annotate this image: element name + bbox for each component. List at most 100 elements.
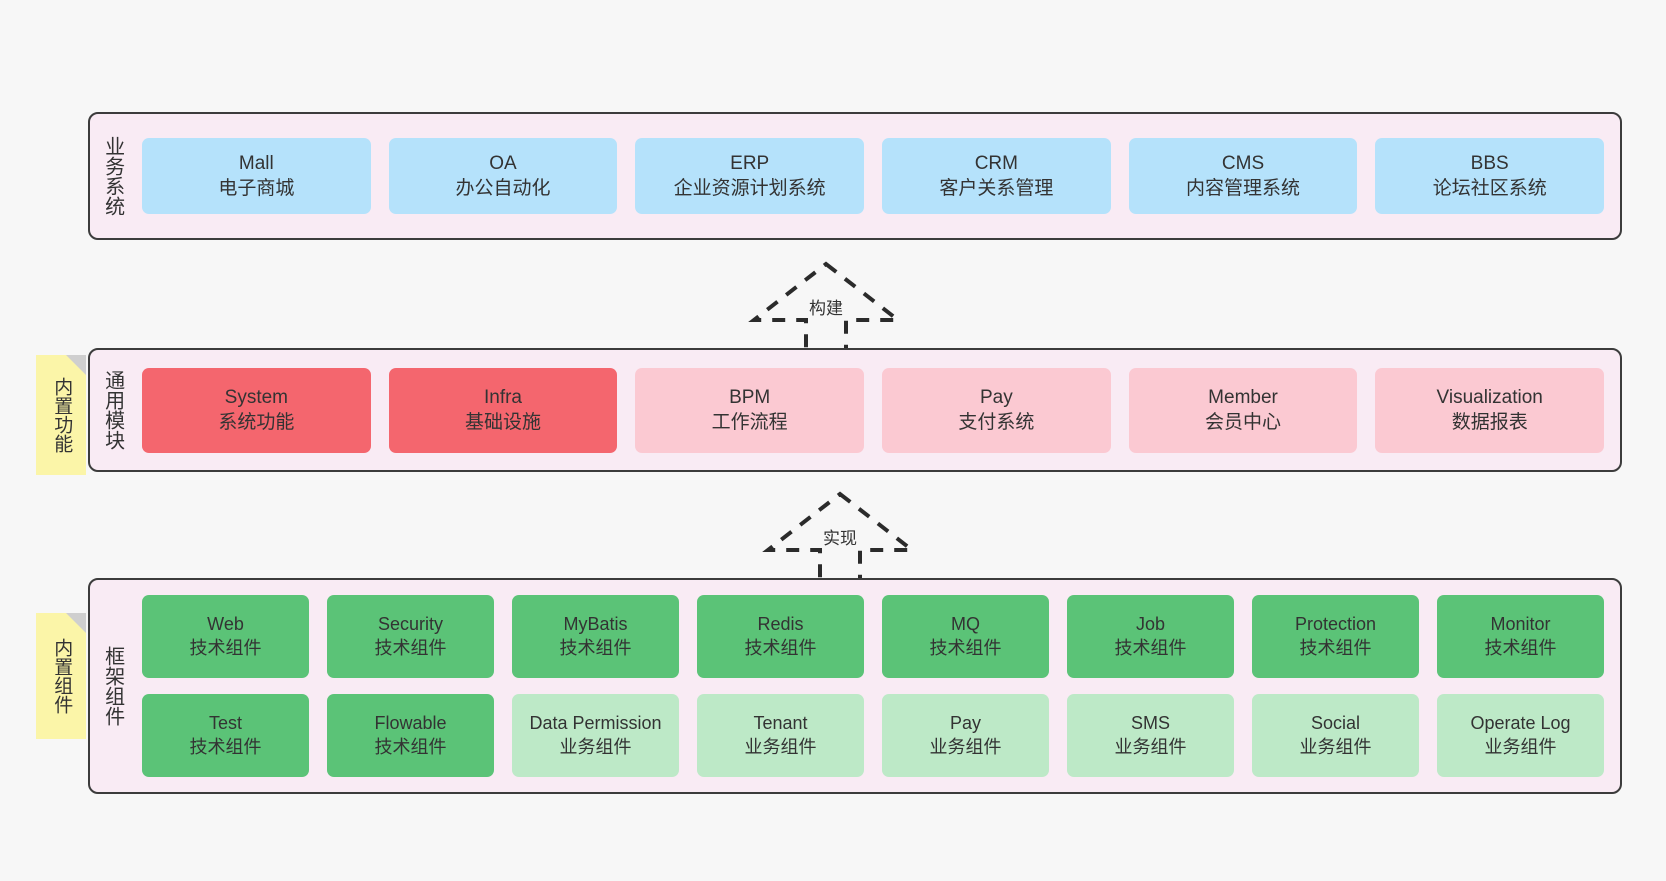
card-security[interactable]: Security 技术组件 (327, 595, 494, 678)
arrow-build: 构建 (746, 258, 906, 354)
card-data-permission[interactable]: Data Permission 业务组件 (512, 694, 679, 777)
card-en-label: Infra (483, 386, 523, 408)
card-en-label: Redis (757, 614, 804, 635)
card-cn-label: 技术组件 (744, 637, 817, 658)
card-tenant[interactable]: Tenant 业务组件 (697, 694, 864, 777)
sticky-note-label: 内置功能 (51, 377, 73, 453)
card-en-label: Flowable (374, 713, 447, 734)
card-cn-label: 办公自动化 (455, 178, 551, 199)
sticky-note-label: 内置组件 (51, 638, 73, 714)
card-visualization[interactable]: Visualization 数据报表 (1375, 367, 1605, 453)
sticky-note-builtin-features: 内置功能 (36, 355, 86, 475)
card-en-label: Security (377, 614, 444, 635)
card-en-label: System (224, 386, 289, 408)
card-cn-label: 业务组件 (1299, 736, 1372, 757)
card-flowable[interactable]: Flowable 技术组件 (327, 694, 494, 777)
card-job[interactable]: Job 技术组件 (1067, 595, 1234, 678)
card-cn-label: 业务组件 (559, 736, 632, 757)
card-oa[interactable]: OA 办公自动化 (388, 138, 618, 214)
card-en-label: Test (208, 713, 242, 734)
card-en-label: MyBatis (563, 614, 628, 635)
card-cn-label: 企业资源计划系统 (673, 178, 826, 199)
arrow-label-build: 构建 (809, 299, 843, 318)
card-cn-label: 会员中心 (1205, 412, 1282, 433)
card-en-label: ERP (730, 152, 770, 174)
card-row: Web 技术组件 Security 技术组件 MyBatis 技术组件 Redi… (142, 595, 1604, 678)
card-cn-label: 技术组件 (189, 637, 262, 658)
card-en-label: Social (1310, 713, 1361, 734)
card-row: Test 技术组件 Flowable 技术组件 Data Permission … (142, 694, 1604, 777)
card-row: Mall 电子商城 OA 办公自动化 ERP 企业资源计划系统 CRM 客户关系… (142, 138, 1605, 214)
card-en-label: Member (1208, 386, 1278, 408)
card-en-label: Visualization (1436, 386, 1543, 408)
card-cn-label: 技术组件 (559, 637, 632, 658)
card-en-label: Job (1135, 614, 1166, 635)
card-en-label: Pay (979, 386, 1013, 408)
card-en-label: Operate Log (1470, 713, 1571, 734)
card-mybatis[interactable]: MyBatis 技术组件 (512, 595, 679, 678)
card-en-label: MQ (951, 614, 980, 635)
card-cn-label: 技术组件 (1299, 637, 1372, 658)
card-en-label: SMS (1130, 713, 1170, 734)
card-protection[interactable]: Protection 技术组件 (1252, 595, 1419, 678)
card-cn-label: 业务组件 (744, 736, 817, 757)
layer-title-modules: 通用模块 (101, 370, 124, 450)
layer-body-business: Mall 电子商城 OA 办公自动化 ERP 企业资源计划系统 CRM 客户关系… (134, 114, 1620, 238)
card-social[interactable]: Social 业务组件 (1252, 694, 1419, 777)
layer-body-modules: System 系统功能 Infra 基础设施 BPM 工作流程 Pay 支付系统… (134, 350, 1620, 470)
card-bbs[interactable]: BBS 论坛社区系统 (1375, 138, 1605, 214)
card-cms[interactable]: CMS 内容管理系统 (1128, 138, 1358, 214)
card-row: System 系统功能 Infra 基础设施 BPM 工作流程 Pay 支付系统… (142, 367, 1605, 453)
card-web[interactable]: Web 技术组件 (142, 595, 309, 678)
card-operate-log[interactable]: Operate Log 业务组件 (1437, 694, 1604, 777)
card-cn-label: 技术组件 (1484, 637, 1557, 658)
card-en-label: BBS (1470, 152, 1509, 174)
card-cn-label: 技术组件 (929, 637, 1002, 658)
card-en-label: Mall (238, 152, 274, 174)
card-cn-label: 工作流程 (711, 412, 788, 433)
card-en-label: Web (207, 614, 244, 635)
card-en-label: Data Permission (529, 713, 662, 734)
card-cn-label: 电子商城 (218, 178, 295, 199)
layer-panel-business: 业务系统 Mall 电子商城 OA 办公自动化 ERP 企业资源计划系统 CRM… (88, 112, 1622, 240)
layer-title-framework: 框架组件 (101, 646, 124, 726)
card-mq[interactable]: MQ 技术组件 (882, 595, 1049, 678)
arrow-implement: 实现 (760, 488, 920, 584)
card-en-label: Protection (1294, 614, 1377, 635)
card-cn-label: 技术组件 (374, 736, 447, 757)
card-cn-label: 业务组件 (929, 736, 1002, 757)
card-cn-label: 技术组件 (374, 637, 447, 658)
card-cn-label: 基础设施 (465, 412, 542, 433)
card-member[interactable]: Member 会员中心 (1128, 367, 1358, 453)
card-pay-module[interactable]: Pay 支付系统 (882, 367, 1111, 453)
layer-panel-framework: 框架组件 Web 技术组件 Security 技术组件 MyBatis 技术组件… (88, 578, 1622, 794)
card-en-label: CMS (1221, 152, 1265, 174)
layer-title-business: 业务系统 (101, 136, 124, 216)
card-en-label: OA (489, 152, 517, 174)
card-bpm[interactable]: BPM 工作流程 (635, 367, 865, 453)
card-en-label: Monitor (1490, 614, 1551, 635)
card-infra[interactable]: Infra 基础设施 (388, 367, 618, 453)
card-cn-label: 技术组件 (1114, 637, 1187, 658)
card-en-label: Tenant (753, 713, 808, 734)
card-cn-label: 业务组件 (1484, 736, 1557, 757)
card-cn-label: 技术组件 (189, 736, 262, 757)
layer-panel-modules: 通用模块 System 系统功能 Infra 基础设施 BPM 工作流程 Pay… (88, 348, 1622, 472)
layer-body-framework: Web 技术组件 Security 技术组件 MyBatis 技术组件 Redi… (134, 580, 1620, 792)
card-test[interactable]: Test 技术组件 (142, 694, 309, 777)
card-cn-label: 内容管理系统 (1186, 178, 1301, 199)
arrow-label-implement: 实现 (823, 529, 857, 548)
card-cn-label: 客户关系管理 (939, 178, 1054, 199)
card-system[interactable]: System 系统功能 (142, 367, 371, 453)
card-pay-component[interactable]: Pay 业务组件 (882, 694, 1049, 777)
sticky-note-builtin-components: 内置组件 (36, 613, 86, 739)
card-redis[interactable]: Redis 技术组件 (697, 595, 864, 678)
card-sms[interactable]: SMS 业务组件 (1067, 694, 1234, 777)
card-monitor[interactable]: Monitor 技术组件 (1437, 595, 1604, 678)
card-en-label: Pay (949, 713, 982, 734)
card-erp[interactable]: ERP 企业资源计划系统 (635, 138, 865, 214)
card-cn-label: 业务组件 (1114, 736, 1187, 757)
card-crm[interactable]: CRM 客户关系管理 (882, 138, 1111, 214)
card-cn-label: 论坛社区系统 (1432, 178, 1547, 199)
card-mall[interactable]: Mall 电子商城 (142, 138, 371, 214)
